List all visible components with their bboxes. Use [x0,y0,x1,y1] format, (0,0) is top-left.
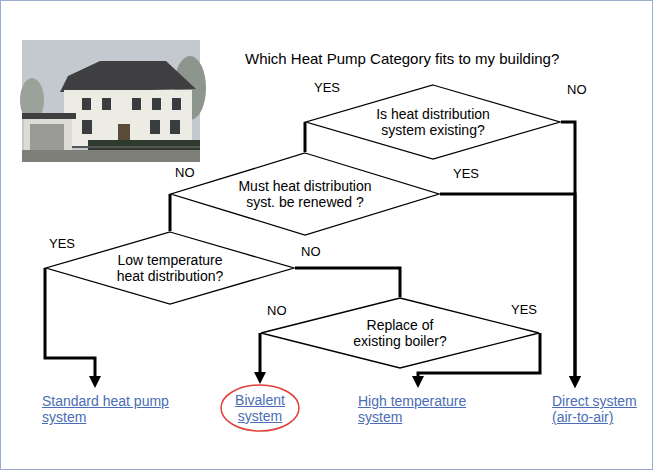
flow-connector [259,333,262,378]
photo-window [152,98,161,110]
flow-connector [561,122,575,382]
decision-diamond: Must heat distribution syst. be renewed … [170,152,440,236]
text-holder: Replace of existing boiler? [352,317,448,349]
edge-label: NO [566,82,588,97]
photo-fence [72,146,200,148]
text-holder: Is heat distribution system existing? [375,106,491,138]
question-text: Replace of existing boiler? [353,317,446,349]
photo-window [102,98,111,110]
text-holder: Low temperature heat distribution? [116,252,225,284]
outcome-link: Direct system (air-to-air) [552,388,648,425]
text-holder: Direct system (air-to-air) [552,393,648,425]
edge-label: YES [510,302,538,317]
edge-label: YES [452,166,480,181]
outcome-text: High temperature system [358,393,466,425]
decision-diamond: Is heat distribution system existing? [305,84,561,160]
photo-window [172,98,181,110]
photo-garage [24,118,72,150]
photo-window [150,120,160,134]
text-holder: Standard heat pump system [42,393,177,425]
photo-garage-door [30,124,64,150]
photo-wall [64,90,192,148]
text-block: High temperature system [358,393,483,425]
flow-connector [440,194,575,382]
flow-connector [304,122,307,152]
flow-connector [169,194,172,231]
edge-label: NO [266,303,288,318]
decision-diamond: Low temperature heat distribution? [45,231,295,305]
diamond-outline [46,232,294,304]
outcome-link: Standard heat pump system [42,388,177,425]
diamond-outline [261,298,539,368]
diamond-outline [171,153,439,235]
outcome-text: Standard heat pump system [42,393,169,425]
text-block: Must heat distribution syst. be renewed … [237,178,373,210]
text-holder: Bivalent system [225,392,295,424]
outcome-link: High temperature system [358,388,483,425]
edge-label: NO [300,244,322,259]
outcome-text: Direct system (air-to-air) [552,393,637,425]
question-text: Is heat distribution system existing? [376,106,490,138]
photo-window [82,120,92,134]
question-text: Low temperature heat distribution? [117,252,224,284]
decision-diamond: Replace of existing boiler? [260,297,540,369]
photo-ground [22,150,200,162]
flow-connector [295,268,400,297]
outcome-text: Bivalent system [235,392,285,424]
text-block: Replace of existing boiler? [352,317,448,349]
edge-label: YES [48,236,76,251]
photo-window [170,120,180,134]
diamond-outline [306,85,560,159]
highlighted-outcome: Bivalent system [220,384,300,432]
edge-label: YES [313,80,341,95]
text-block: Direct system (air-to-air) [552,393,648,425]
diagram-title: Which Heat Pump Category fits to my buil… [245,50,559,68]
photo-sky [22,40,200,162]
photo-garage-roof [22,113,76,119]
text-block: Standard heat pump system [42,393,177,425]
text-holder: High temperature system [358,393,483,425]
photo-roof [60,61,196,92]
edge-label: NO [174,165,196,180]
text-holder: Must heat distribution syst. be renewed … [237,178,373,210]
photo-window [132,98,141,110]
photo-window [82,98,91,110]
text-block: Low temperature heat distribution? [116,252,225,284]
house-photo [20,40,206,162]
flow-connector [45,268,95,382]
highlight-ellipse [221,385,299,431]
text-block: Bivalent system [225,392,295,424]
question-text: Must heat distribution syst. be renewed … [238,178,371,210]
text-block: Is heat distribution system existing? [375,106,491,138]
